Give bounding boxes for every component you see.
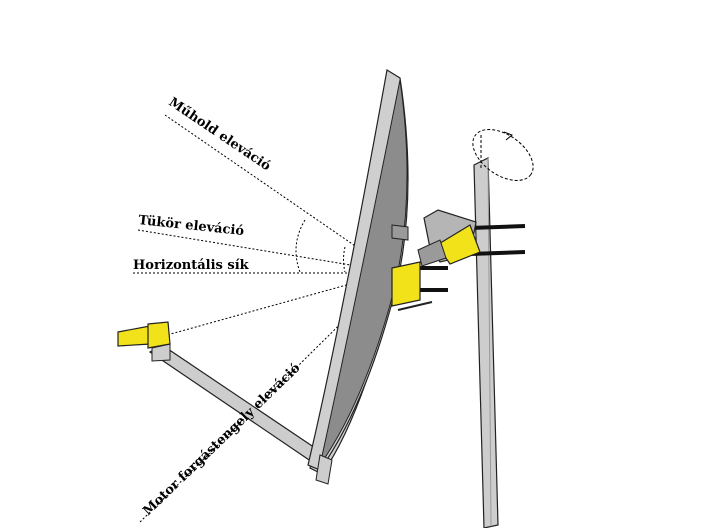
motor-unit [417, 209, 526, 267]
dish-elevation-line [137, 229, 394, 273]
label-satellite-elevation: Műhold eleváció [166, 95, 274, 174]
label-dish-elevation: Tükör eleváció [138, 213, 245, 239]
elevation-arc-outer [295, 219, 306, 273]
rotation-arrow-icon [472, 129, 534, 181]
mast-pole [473, 157, 499, 528]
lnb [117, 321, 171, 349]
mast [472, 129, 534, 528]
elevation-arc-inner [343, 246, 346, 273]
feed-arm [148, 343, 332, 467]
label-horizontal-plane: Horizontális sík [133, 258, 250, 273]
dish [307, 69, 409, 485]
dish-bracket [391, 261, 448, 311]
